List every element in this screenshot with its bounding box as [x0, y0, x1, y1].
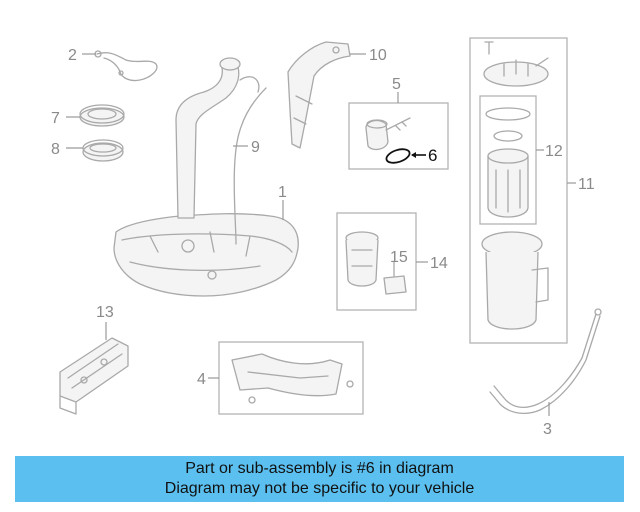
callout-14: 14	[430, 255, 448, 272]
callout-12: 12	[545, 143, 563, 160]
callout-9: 9	[251, 139, 260, 156]
info-banner: Part or sub-assembly is #6 in diagram Di…	[15, 456, 624, 502]
callout-2: 2	[68, 47, 77, 64]
parts-diagram: 2 7 8 1 9 10 5	[51, 37, 602, 438]
part-4-heat-shield[interactable]	[231, 353, 354, 404]
callout-4: 4	[197, 371, 206, 388]
part-5-valve[interactable]	[365, 117, 411, 151]
part-7-lock-ring[interactable]	[79, 104, 125, 127]
callout-7: 7	[51, 110, 60, 127]
callout-15: 15	[390, 249, 408, 266]
part-3-tank-strap[interactable]	[489, 308, 602, 415]
callout-11: 11	[578, 176, 595, 193]
callout-6: 6	[428, 146, 437, 165]
callout-10: 10	[369, 47, 387, 64]
part-15-sensor[interactable]	[383, 261, 407, 295]
part-8-seal[interactable]	[82, 139, 124, 162]
part-14-pump[interactable]	[345, 231, 379, 287]
callout-13: 13	[96, 304, 114, 321]
banner-line-2: Diagram may not be specific to your vehi…	[164, 480, 475, 497]
part-1-fuel-tank[interactable]	[113, 57, 299, 297]
callout-1: 1	[278, 184, 287, 201]
part-13-bracket[interactable]	[59, 337, 129, 415]
callout-3: 3	[543, 421, 552, 438]
part-10-shield[interactable]	[287, 41, 351, 149]
part-2-strap[interactable]	[94, 50, 158, 82]
part-6-o-ring[interactable]	[385, 147, 412, 166]
callout-5: 5	[392, 76, 401, 93]
part-11-pump-module[interactable]	[481, 41, 549, 330]
banner-line-1: Part or sub-assembly is #6 in diagram	[185, 460, 454, 477]
callout-8: 8	[51, 141, 60, 158]
